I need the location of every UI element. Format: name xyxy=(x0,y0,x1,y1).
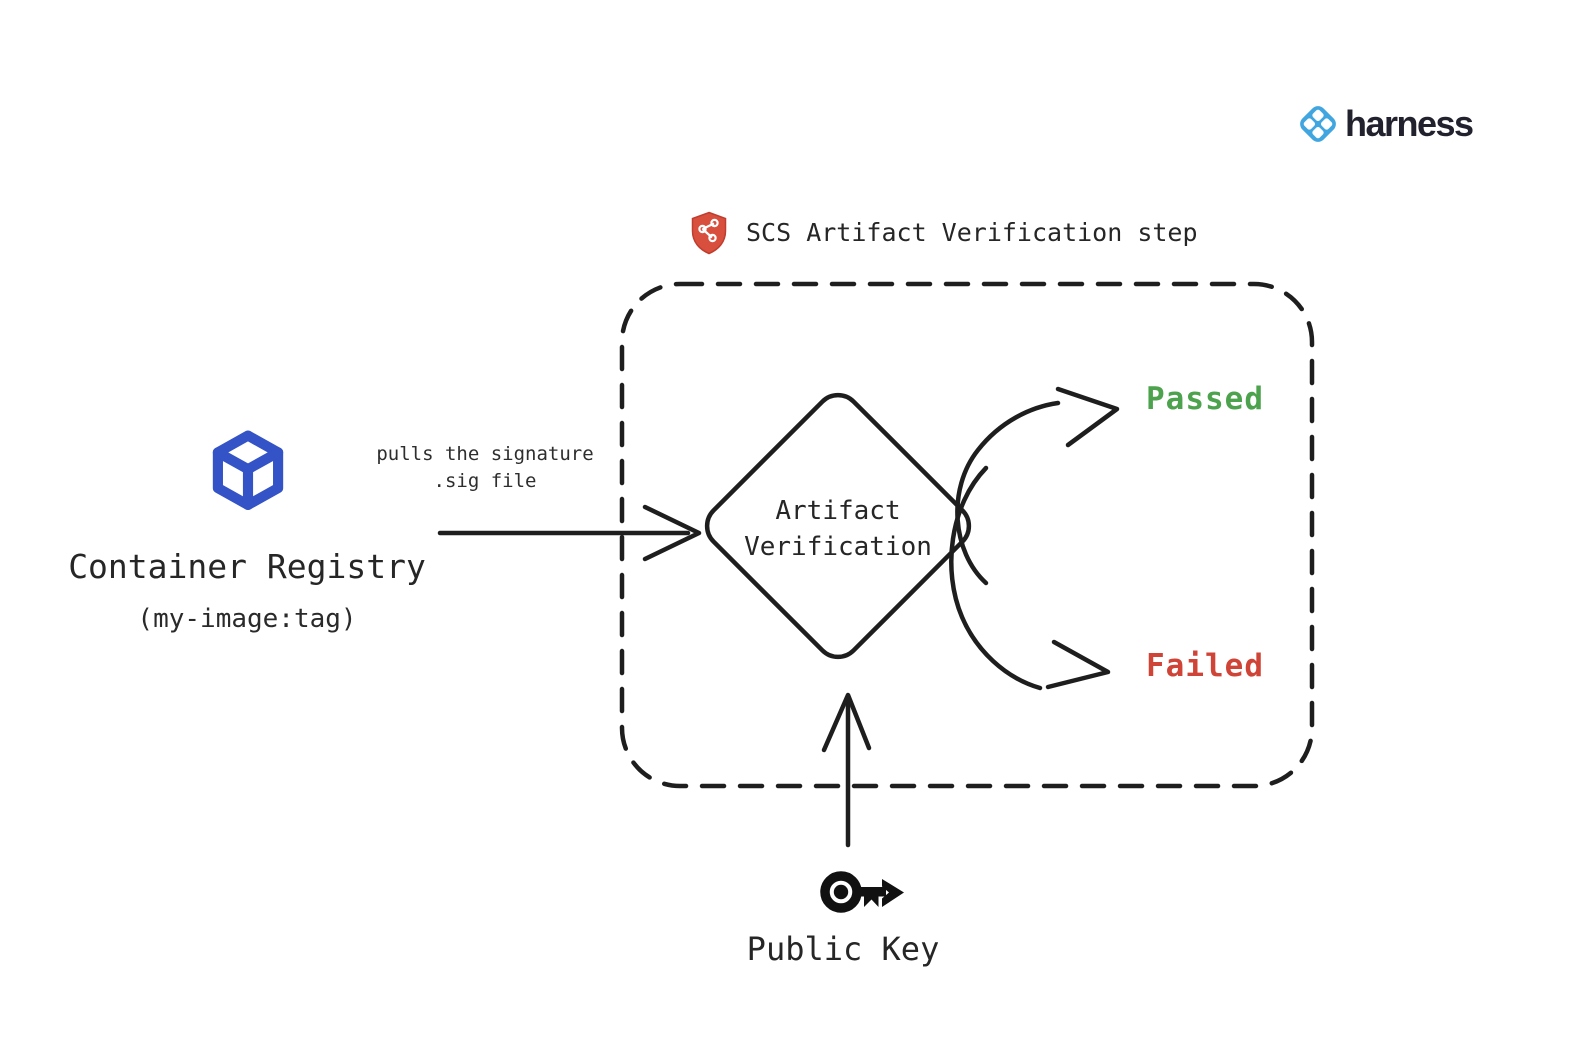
arrow-decision-to-failed-shaft xyxy=(949,465,1043,691)
decision-diamond xyxy=(704,392,972,660)
step-title: SCS Artifact Verification step xyxy=(746,218,1198,247)
decision-label-line2: Verification xyxy=(744,532,932,562)
arrow-registry-to-decision-head xyxy=(642,504,702,562)
edge-label: pulls the signature .sig file xyxy=(370,441,600,495)
cube-icon xyxy=(206,425,290,519)
brand-logo: harness xyxy=(1294,100,1474,148)
arrow-decision-to-passed-shaft xyxy=(955,400,1061,586)
arrow-decision-to-passed-head xyxy=(1055,386,1120,448)
arrow-decision-to-failed-head xyxy=(1045,639,1111,690)
outcome-failed: Failed xyxy=(1146,648,1264,684)
source-title: Container Registry xyxy=(68,547,426,586)
decision-label: Artifact Verification xyxy=(713,493,963,565)
brand-wordmark: harness xyxy=(1345,103,1474,144)
step-header: SCS Artifact Verification step xyxy=(690,211,1198,255)
key-icon xyxy=(816,864,904,920)
harness-logo-icon xyxy=(1294,100,1342,148)
edge-label-line2: .sig file xyxy=(433,470,537,492)
outcome-passed: Passed xyxy=(1146,381,1264,417)
source-subtitle: (my-image:tag) xyxy=(137,604,357,634)
arrow-key-to-decision-head xyxy=(821,692,872,753)
input-label: Public Key xyxy=(746,930,940,968)
edge-label-line1: pulls the signature xyxy=(376,443,594,465)
decision-label-line1: Artifact xyxy=(775,496,901,526)
supply-chain-shield-icon xyxy=(690,211,728,255)
